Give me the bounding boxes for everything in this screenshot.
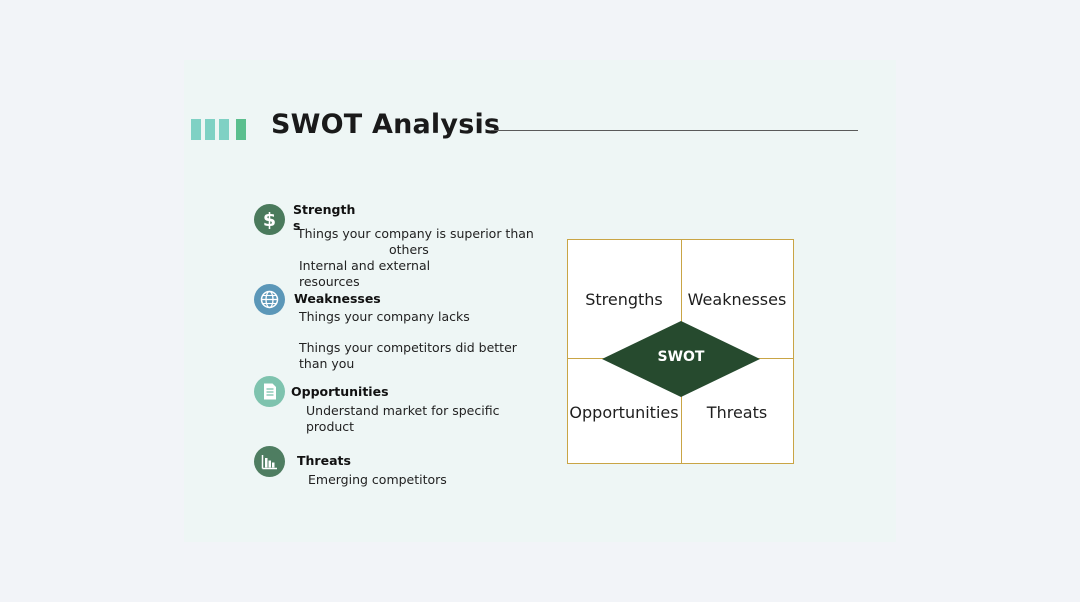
weaknesses-line: Things your company lacks bbox=[299, 309, 470, 324]
strengths-line: others bbox=[389, 242, 429, 257]
matrix-cell-weaknesses: Weaknesses bbox=[687, 290, 787, 309]
matrix-cell-strengths: Strengths bbox=[585, 290, 663, 309]
dollar-icon: $ bbox=[254, 204, 285, 235]
swot-center-diamond bbox=[602, 321, 760, 397]
swot-center-label: SWOT bbox=[657, 349, 705, 365]
accent-bar bbox=[236, 119, 246, 140]
accent-bar bbox=[191, 119, 201, 140]
weaknesses-line: Things your competitors did better bbox=[299, 340, 517, 355]
accent-bar bbox=[219, 119, 229, 140]
matrix-cell-threats: Threats bbox=[706, 403, 768, 422]
threats-line: Emerging competitors bbox=[308, 472, 447, 487]
strengths-line: Things your company is superior than bbox=[297, 226, 534, 241]
page-title: SWOT Analysis bbox=[271, 109, 501, 140]
globe-icon bbox=[254, 284, 285, 315]
opportunities-heading: Opportunities bbox=[291, 384, 389, 399]
svg-text:$: $ bbox=[263, 209, 276, 231]
strengths-line: Internal and external bbox=[299, 258, 431, 273]
opportunities-line: product bbox=[306, 419, 355, 434]
opportunities-line: Understand market for specific bbox=[306, 403, 500, 418]
weaknesses-heading: Weaknesses bbox=[294, 291, 381, 306]
strengths-line: resources bbox=[299, 274, 360, 289]
matrix-cell-opportunities: Opportunities bbox=[569, 403, 679, 422]
weaknesses-line: than you bbox=[299, 356, 355, 371]
document-icon bbox=[254, 376, 285, 407]
accent-bar bbox=[205, 119, 215, 140]
strengths-heading: Strength s bbox=[293, 202, 356, 233]
title-divider bbox=[491, 130, 858, 131]
threats-heading: Threats bbox=[297, 453, 351, 468]
chart-icon bbox=[254, 446, 285, 477]
